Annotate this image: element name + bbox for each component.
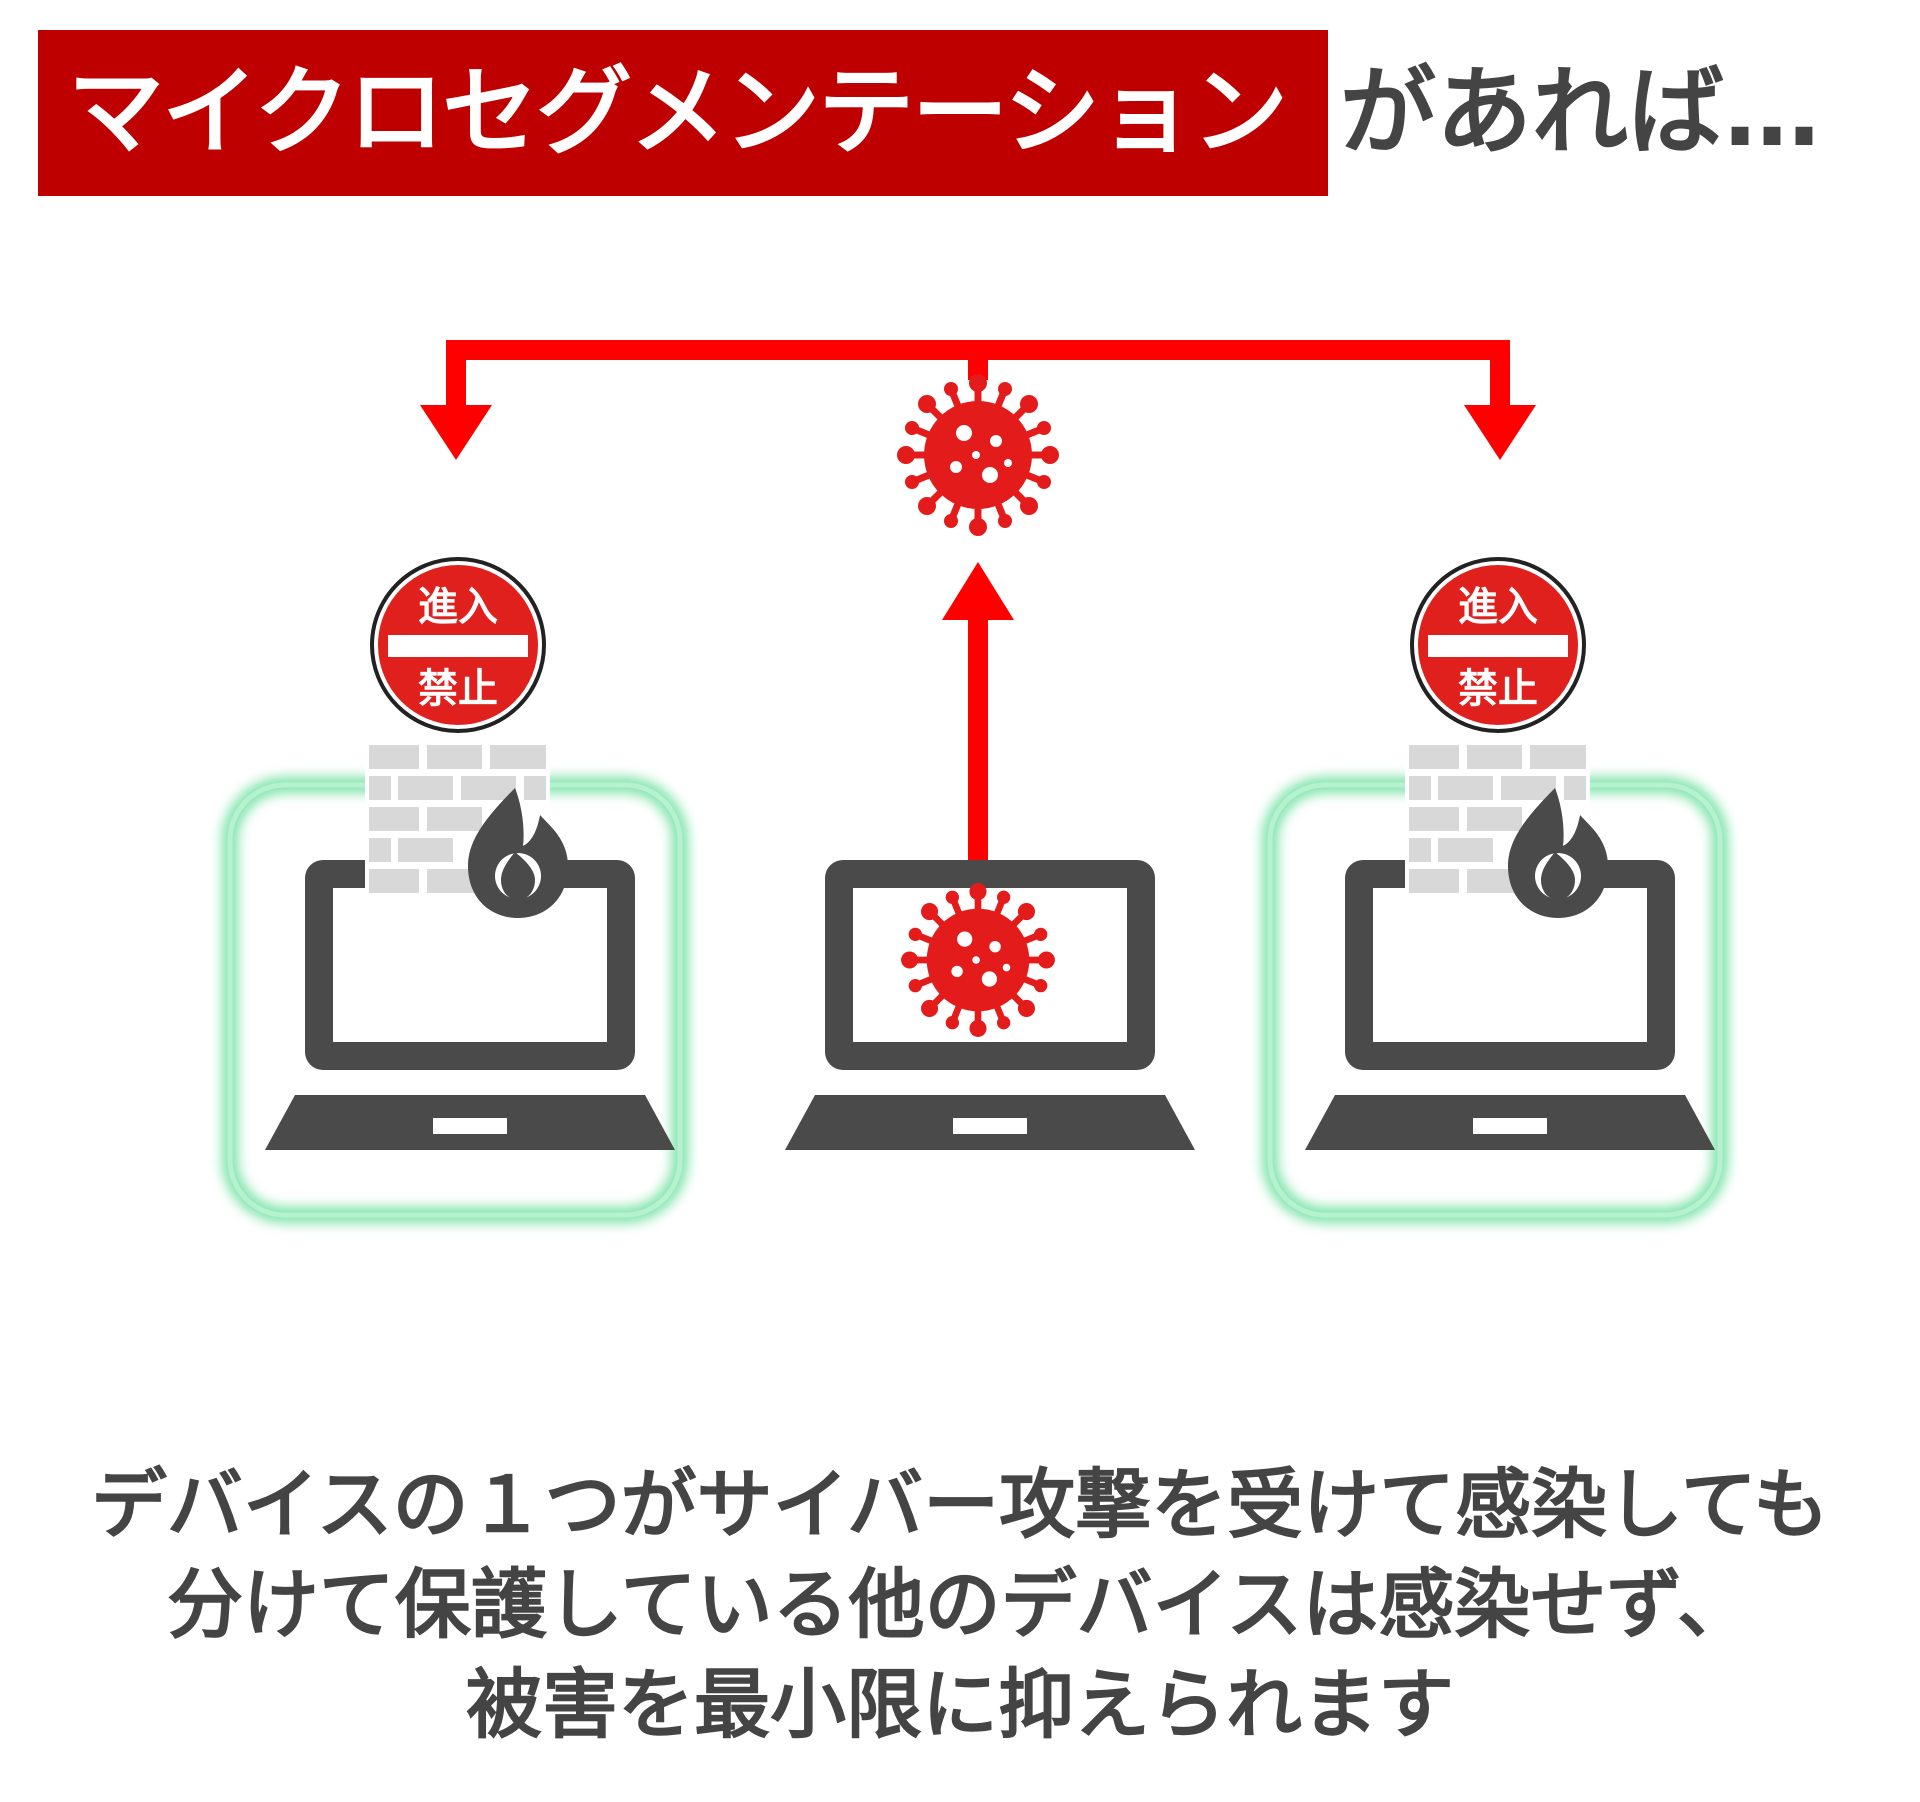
virus-icon bbox=[897, 374, 1059, 536]
protected-device-left bbox=[222, 740, 688, 1223]
title-suffix: があれば… bbox=[1340, 56, 1820, 168]
protected-device-right bbox=[1262, 740, 1728, 1223]
firewall-icon bbox=[365, 740, 568, 918]
sign-bottom-text: 禁止 bbox=[418, 666, 498, 712]
infected-device-center bbox=[785, 860, 1195, 1150]
title-highlight-box bbox=[38, 30, 1328, 196]
connection-paths bbox=[420, 340, 1536, 875]
sign-top-text: 進入 bbox=[1458, 584, 1538, 630]
sign-bottom-text: 禁止 bbox=[1458, 666, 1538, 712]
caption: デバイスの１つがサイバー攻撃を受けて感染しても 分けて保護している他のデバイスは… bbox=[60, 1455, 1860, 1755]
laptop-icon bbox=[1305, 860, 1715, 1150]
sign-top-text: 進入 bbox=[418, 584, 498, 630]
virus-icon bbox=[901, 883, 1055, 1037]
firewall-icon bbox=[1405, 740, 1608, 918]
laptop-icon bbox=[265, 860, 675, 1150]
network-diagram: 進入 禁止 進入 禁止 bbox=[222, 340, 1728, 1223]
caption-line-2: 分けて保護している他のデバイスは感染せず、 bbox=[166, 1560, 1754, 1649]
no-entry-sign-right: 進入 禁止 bbox=[1410, 557, 1586, 733]
title-highlight-text: マイクロセグメンテーション bbox=[68, 56, 1288, 168]
arrow-down-right bbox=[1464, 405, 1536, 460]
arrow-down-left bbox=[420, 405, 492, 460]
caption-line-3: 被害を最小限に抑えられます bbox=[466, 1660, 1454, 1749]
arrow-up-center bbox=[942, 562, 1014, 620]
no-entry-sign-left: 進入 禁止 bbox=[370, 557, 546, 733]
caption-line-1: デバイスの１つがサイバー攻撃を受けて感染しても bbox=[90, 1460, 1830, 1549]
header: マイクロセグメンテーション があれば… bbox=[0, 0, 1920, 210]
